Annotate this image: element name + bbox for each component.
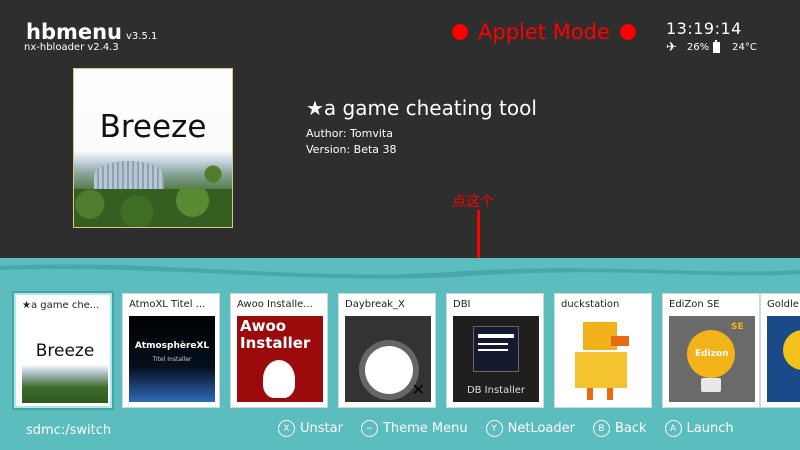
wave-divider (0, 264, 800, 288)
duck-beak (611, 336, 629, 346)
red-dot-icon (619, 24, 636, 40)
annotation-label: 点这个 (452, 194, 494, 210)
duck-leg (607, 388, 613, 400)
atmosphere-xl-icon: AtmosphèreXL Titel Installer (129, 316, 215, 402)
app-grid: ★a game che... Breeze AtmoXL Titel ... A… (14, 293, 800, 410)
dbi-icon: DB Installer (453, 316, 539, 402)
breeze-icon: Breeze (22, 317, 108, 403)
dbi-bar-graphic (478, 334, 514, 338)
duck-body (575, 352, 627, 388)
battery-percent: 26% (686, 42, 710, 53)
app-tile-label: AtmoXL Titel ... (129, 299, 206, 310)
x-button-icon: X (278, 420, 295, 437)
dbi-bar-graphic (478, 343, 508, 345)
loader-version: nx-hbloader v2.4.3 (24, 42, 119, 53)
selected-app-name: ★a game cheating tool (306, 96, 537, 120)
app-tile[interactable]: DBI DB Installer (446, 293, 544, 408)
dbi-icon-text: DB Installer (466, 385, 526, 396)
hint-label: Launch (686, 421, 734, 436)
app-title: hbmenu (26, 20, 123, 44)
app-tile[interactable]: ★a game che... Breeze (14, 293, 112, 408)
app-tile[interactable]: AtmoXL Titel ... AtmosphèreXL Titel Inst… (122, 293, 220, 408)
selected-app-author: Author: Tomvita (306, 127, 393, 140)
dbi-bar-graphic (478, 349, 508, 351)
hint-theme-menu[interactable]: − Theme Menu (360, 420, 468, 437)
hint-back[interactable]: B Back (592, 420, 647, 437)
temperature: 24°C (732, 42, 757, 53)
edizon-icon-text: Edizon (695, 349, 729, 359)
app-tile-label: duckstation (561, 299, 620, 310)
goldleaf-icon (767, 316, 800, 402)
hint-label: Unstar (300, 421, 343, 436)
edizon-icon: Edizon SE (669, 316, 755, 402)
selected-app-icon: Breeze (73, 68, 233, 228)
trees-graphic (74, 189, 232, 227)
daybreak-icon: ✕ (345, 316, 431, 402)
awoo-installer-icon: Awoo Installer (237, 316, 323, 402)
bulb-base-graphic (701, 378, 721, 392)
edizon-se-text: SE (731, 322, 744, 332)
mascot-graphic (263, 360, 295, 398)
battery-icon (713, 40, 721, 53)
hint-netloader[interactable]: Y NetLoader (485, 420, 575, 437)
app-version: v3.5.1 (126, 31, 158, 42)
app-tile-label: Awoo Installe... (237, 299, 313, 310)
hint-unstar[interactable]: X Unstar (278, 420, 343, 437)
app-tile-label: Goldle (767, 299, 799, 310)
red-dot-icon (452, 24, 468, 40)
b-button-icon: B (592, 420, 610, 437)
app-tile[interactable]: duckstation (554, 293, 652, 408)
y-button-icon: Y (485, 420, 503, 437)
app-tile[interactable]: Goldle (760, 293, 800, 408)
app-tile[interactable]: Awoo Installe... Awoo Installer (230, 293, 328, 408)
a-button-icon: A (664, 420, 682, 437)
current-path: sdmc:/switch (26, 423, 112, 438)
awoo-icon-text: Awoo Installer (240, 317, 311, 352)
airplane-icon: ✈ (666, 40, 677, 55)
status-bar: ✈ 26% 24°C (666, 40, 757, 55)
daybreak-x-mark: ✕ (411, 380, 425, 399)
minus-button-icon: − (360, 420, 378, 437)
app-tile-label: DBI (453, 299, 471, 310)
duck-icon (561, 316, 647, 402)
annotation-arrow (477, 210, 480, 282)
hint-launch[interactable]: A Launch (664, 420, 734, 437)
duck-leg (587, 388, 593, 400)
leaf-graphic (783, 330, 800, 370)
button-hints: X Unstar − Theme Menu Y NetLoader B Back… (278, 420, 734, 437)
app-tile-label: Daybreak_X (345, 299, 405, 310)
breeze-icon-text: Breeze (35, 341, 95, 361)
atmosphere-icon-text: AtmosphèreXL (134, 341, 210, 351)
dome-graphic (94, 161, 164, 191)
hint-label: NetLoader (507, 421, 575, 436)
bulb-graphic (687, 330, 735, 378)
hint-label: Theme Menu (382, 421, 468, 436)
hero-icon-text: Breeze (99, 109, 207, 145)
app-tile[interactable]: Daybreak_X ✕ (338, 293, 436, 408)
app-tile[interactable]: EdiZon SE Edizon SE (662, 293, 760, 408)
hint-label: Back (614, 421, 647, 436)
tree-graphic (204, 149, 222, 199)
applet-mode-label: Applet Mode (478, 20, 610, 44)
atmosphere-icon-subtext: Titel Installer (152, 356, 192, 363)
clock: 13:19:14 (666, 19, 742, 38)
sun-graphic (365, 346, 413, 394)
app-tile-label: EdiZon SE (669, 299, 720, 310)
applet-mode-indicator: Applet Mode (452, 20, 636, 44)
app-tile-label: ★a game che... (22, 300, 100, 311)
selected-app-version: Version: Beta 38 (306, 143, 397, 156)
